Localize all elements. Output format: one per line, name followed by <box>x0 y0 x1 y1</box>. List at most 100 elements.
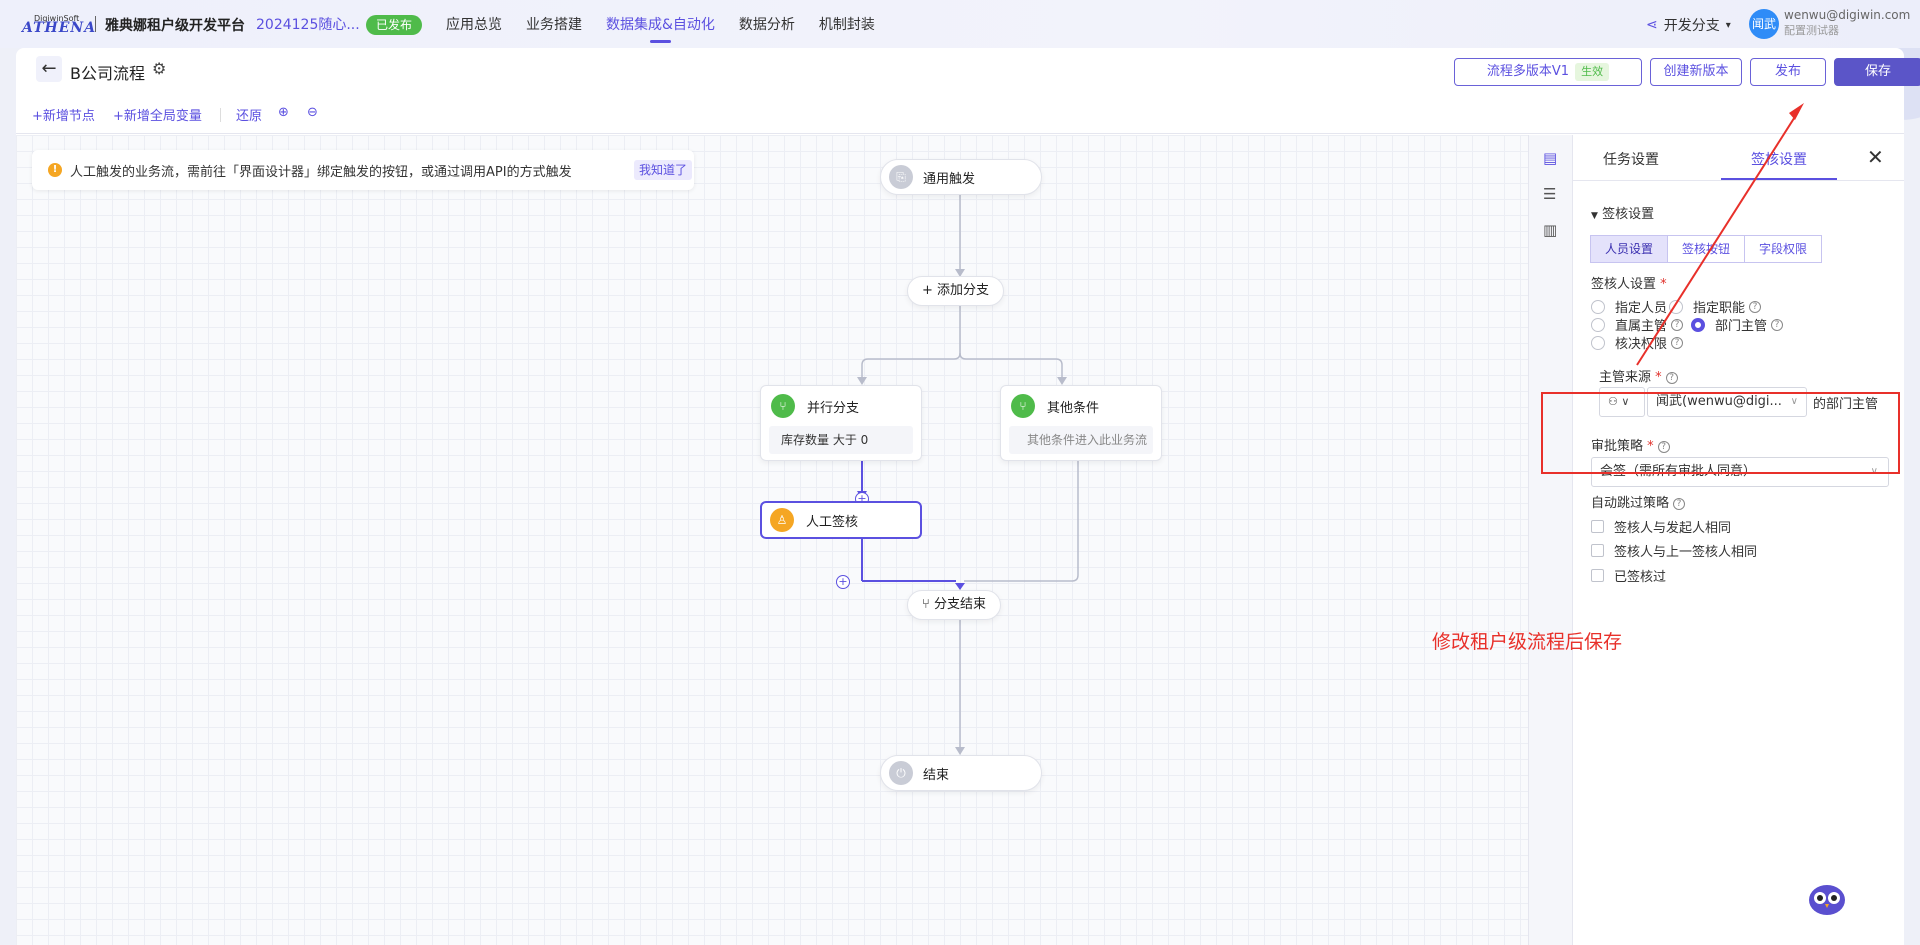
radio-circle <box>1591 299 1605 314</box>
strategy-label-text: 审批策略 <box>1591 439 1644 454</box>
gear-icon[interactable]: ⚙ <box>152 59 167 78</box>
skip-same-previous-checkbox[interactable]: 签核人与上一签核人相同 <box>1591 541 1757 560</box>
save-button[interactable]: 保存 <box>1834 58 1920 86</box>
source-suffix: 的部门主管 <box>1813 396 1879 412</box>
chevron-down-icon: ∨ <box>1870 466 1878 477</box>
user-email: wenwu@digiwin.com <box>1784 8 1911 22</box>
radio-direct-supervisor[interactable]: 直属主管? <box>1591 315 1684 334</box>
radio-decision-authority[interactable]: 核决权限? <box>1591 333 1684 352</box>
radio-circle-checked <box>1691 317 1705 332</box>
divider <box>220 108 221 122</box>
segment-buttons[interactable]: 签核按钮 <box>1667 235 1746 263</box>
radio-label: 指定职能 <box>1693 301 1746 316</box>
page-title: B公司流程 <box>70 64 145 83</box>
settings-segment: 人员设置 签核按钮 字段权限 <box>1590 235 1823 263</box>
flow-connectors <box>857 191 1079 755</box>
flow-canvas[interactable]: ! 人工触发的业务流，需前往「界面设计器」绑定触发的按钮，或通过调用API的方式… <box>16 135 1528 945</box>
approver-label: 签核人设置 * <box>1591 273 1667 292</box>
section-header[interactable]: ▼ 签核设置 <box>1591 203 1654 222</box>
skip-already-approved-checkbox[interactable]: 已签核过 <box>1591 566 1666 585</box>
document-settings-icon[interactable]: ▤ <box>1543 149 1558 167</box>
create-version-button[interactable]: 创建新版本 <box>1650 58 1742 86</box>
radio-department-supervisor[interactable]: 部门主管? <box>1691 315 1784 334</box>
publish-button[interactable]: 发布 <box>1750 58 1826 86</box>
add-node-button[interactable]: +新增节点 <box>32 109 95 124</box>
tab-task-settings[interactable]: 任务设置 <box>1603 152 1659 168</box>
manual-approval-node[interactable]: ♙ 人工签核 <box>760 501 922 539</box>
menu-item-data-integration[interactable]: 数据集成&自动化 <box>606 14 715 43</box>
back-button[interactable]: ← <box>36 56 62 82</box>
menu-item-mechanism[interactable]: 机制封装 <box>818 17 875 33</box>
branch-end-node[interactable]: ⑂ 分支结束 <box>907 590 1001 620</box>
trigger-label: 通用触发 <box>923 171 976 187</box>
tab-approval-settings[interactable]: 签核设置 <box>1751 152 1807 168</box>
branch-icon: ⑂ <box>771 394 795 418</box>
source-user-select[interactable]: 闻武(wenwu@digi... ∨ <box>1647 387 1807 417</box>
segment-field-permissions[interactable]: 字段权限 <box>1744 235 1823 263</box>
annotation-text: 修改租户级流程后保存 <box>1432 631 1623 653</box>
power-icon: ⏻ <box>889 761 913 785</box>
user-info[interactable]: wenwu@digiwin.com 配置测试器 <box>1784 8 1910 38</box>
notice-text: 人工触发的业务流，需前往「界面设计器」绑定触发的按钮，或通过调用API的方式触发 <box>70 165 572 180</box>
divider <box>95 16 96 32</box>
help-icon[interactable]: ? <box>1657 441 1670 453</box>
top-navigation: DigiwinSoft ATHENA 雅典娜租户级开发平台 2024125随心.… <box>0 0 1920 48</box>
dismiss-notice-button[interactable]: 我知道了 <box>634 160 693 180</box>
help-icon[interactable]: ? <box>1671 318 1684 331</box>
checkbox-label: 签核人与发起人相同 <box>1614 521 1732 536</box>
restore-button[interactable]: 还原 <box>236 109 263 124</box>
assistant-mascot-icon[interactable] <box>1806 880 1848 916</box>
add-global-variable-button[interactable]: +新增全局变量 <box>113 109 202 124</box>
side-rail: ▤ ☰ ▥ <box>1528 135 1572 945</box>
add-branch-button[interactable]: + 添加分支 <box>907 276 1005 306</box>
skip-label-text: 自动跳过策略 <box>1591 496 1670 511</box>
required-mark: * <box>1660 277 1667 292</box>
zoom-in-icon[interactable]: ⊕ <box>278 105 289 120</box>
required-mark: * <box>1647 439 1654 454</box>
chevron-down-icon: ▾ <box>1725 19 1731 31</box>
segment-personnel[interactable]: 人员设置 <box>1590 235 1669 263</box>
trigger-node[interactable]: ⎘ 通用触发 <box>880 159 1042 195</box>
avatar[interactable]: 闻武 <box>1749 9 1779 39</box>
radio-specified-person[interactable]: 指定人员 <box>1591 297 1667 316</box>
help-icon[interactable]: ? <box>1749 300 1762 313</box>
trigger-notice: ! 人工触发的业务流，需前往「界面设计器」绑定触发的按钮，或通过调用API的方式… <box>32 150 694 190</box>
help-icon[interactable]: ? <box>1665 372 1678 384</box>
help-icon[interactable]: ? <box>1673 498 1686 510</box>
radio-label: 指定人员 <box>1615 301 1668 316</box>
strategy-value: 会签（需所有审批人同意） <box>1600 464 1757 479</box>
supervisor-source-row: ⚇ ∨ 闻武(wenwu@digi... ∨ 的部门主管 <box>1599 387 1878 417</box>
source-type-select[interactable]: ⚇ ∨ <box>1599 387 1645 417</box>
help-icon[interactable]: ? <box>1671 336 1684 349</box>
warning-icon: ! <box>48 163 62 177</box>
menu-item-business-build[interactable]: 业务搭建 <box>526 17 582 33</box>
list-settings-icon[interactable]: ☰ <box>1543 185 1557 203</box>
menu-item-data-analysis[interactable]: 数据分析 <box>738 17 795 33</box>
close-icon[interactable]: ✕ <box>1867 145 1884 169</box>
end-label: 结束 <box>923 767 950 783</box>
app-version-selector[interactable]: 2024125随心... <box>256 17 360 33</box>
caret-down-icon: ▼ <box>1591 211 1598 221</box>
node-title: 其他条件 <box>1047 400 1100 416</box>
platform-name: 雅典娜租户级开发平台 <box>105 18 245 34</box>
add-node-dot[interactable]: + <box>836 575 850 589</box>
end-node[interactable]: ⏻ 结束 <box>880 755 1042 791</box>
parallel-branch-node[interactable]: ⑂ 并行分支 库存数量 大于 0 <box>760 385 922 461</box>
chart-icon[interactable]: ▥ <box>1543 221 1558 239</box>
branch-end-label: 分支结束 <box>933 597 986 612</box>
zoom-out-icon[interactable]: ⊖ <box>307 105 318 120</box>
supervisor-source-text: 主管来源 <box>1599 370 1652 385</box>
skip-same-initiator-checkbox[interactable]: 签核人与发起人相同 <box>1591 517 1731 536</box>
branch-selector[interactable]: ⋖ 开发分支 ▾ <box>1646 15 1731 35</box>
radio-circle <box>1591 317 1605 332</box>
menu-item-app-overview[interactable]: 应用总览 <box>446 17 502 33</box>
node-header: ⑂ 其他条件 <box>1011 394 1099 418</box>
node-title: 并行分支 <box>807 400 860 416</box>
athena-logo[interactable]: DigiwinSoft ATHENA <box>22 14 97 36</box>
strategy-label: 审批策略 *? <box>1591 435 1670 454</box>
other-condition-node[interactable]: ⑂ 其他条件 其他条件进入此业务流 <box>1000 385 1162 461</box>
help-icon[interactable]: ? <box>1771 318 1784 331</box>
radio-specified-role[interactable]: 指定职能? <box>1669 297 1762 316</box>
